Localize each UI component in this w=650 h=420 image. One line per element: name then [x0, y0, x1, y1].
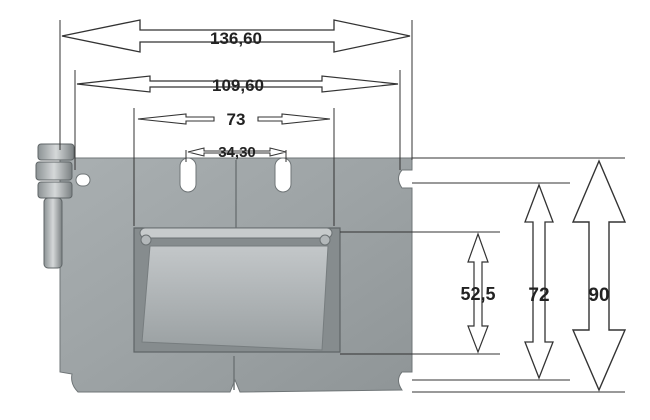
- left-mount-hole: [75, 173, 91, 187]
- label-cutout-width: 73: [227, 110, 246, 129]
- pivot-end-left: [140, 234, 152, 246]
- label-hole-spacing: 109,60: [212, 76, 264, 95]
- label-slot-spacing: 34,30: [218, 144, 256, 161]
- top-slot-right: [274, 157, 292, 193]
- arrow-cutout-width-right: [257, 113, 331, 125]
- label-overall-width: 136,60: [210, 29, 262, 48]
- pivot-end-right: [319, 234, 331, 246]
- arrow-cutout-width: [137, 113, 215, 125]
- arrow-hole-spacing: [76, 75, 399, 93]
- label-handle-height: 52,5: [460, 284, 495, 304]
- latch-body: [35, 143, 413, 393]
- pivot-rod: [139, 227, 333, 239]
- label-overall-height: 90: [588, 285, 609, 306]
- arrow-slot-spacing: [187, 147, 287, 157]
- label-cutout-height: 72: [528, 285, 549, 306]
- dimension-lines: [59, 20, 625, 393]
- arrow-overall-width: [61, 19, 411, 53]
- arrow-overall-height: [571, 159, 627, 392]
- handle-paddle: [141, 245, 329, 351]
- arrow-handle-height: [467, 232, 489, 354]
- top-slot-left: [179, 157, 197, 193]
- side-bolt: [35, 143, 75, 269]
- arrow-cutout-height: [524, 183, 554, 380]
